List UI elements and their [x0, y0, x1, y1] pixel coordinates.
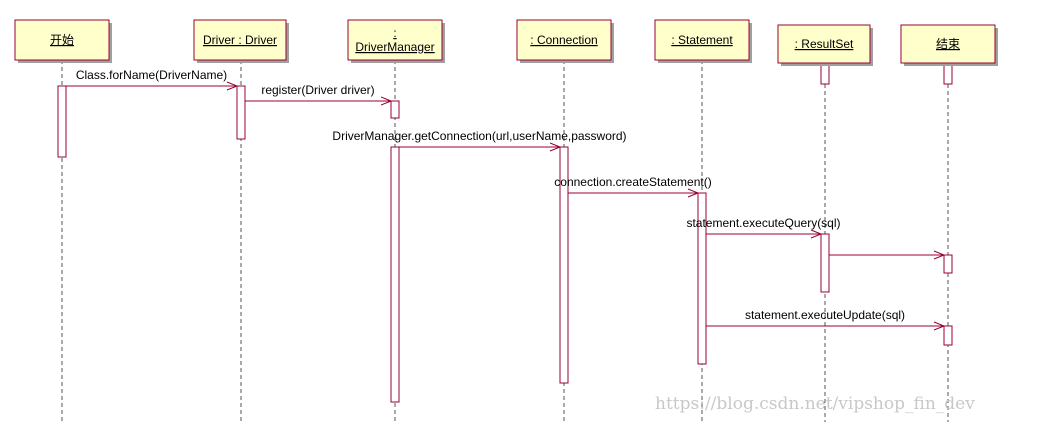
activation-bar: [57, 85, 67, 158]
object-label: DriverManager: [355, 40, 434, 54]
message-1: Class.forName(DriverName): [66, 68, 239, 91]
message-5: statement.executeQuery(sql): [686, 216, 841, 239]
object-label: 开始: [50, 33, 74, 47]
message-6: [829, 250, 946, 260]
activation-bar: [943, 64, 953, 85]
message-label: DriverManager.getConnection(url,userName…: [332, 129, 626, 143]
watermark-text: https://blog.csdn.net/vipshop_fin_dev: [655, 394, 975, 414]
message-7: statement.executeUpdate(sql): [706, 308, 946, 331]
activation-bar: [820, 64, 830, 85]
object-box-driver-manager: :DriverManager: [347, 19, 445, 63]
object-box-result-set: : ResultSet: [777, 24, 873, 66]
message-2: register(Driver driver): [245, 83, 393, 106]
message-label: Class.forName(DriverName): [76, 68, 227, 82]
activation-bar: [943, 254, 953, 274]
object-box-driver: Driver : Driver: [193, 19, 289, 63]
activation-bar: [236, 85, 246, 140]
object-box-statement: : Statement: [654, 19, 752, 63]
message-3: DriverManager.getConnection(url,userName…: [332, 129, 627, 152]
object-box-start: 开始: [14, 19, 112, 63]
object-label: : Connection: [530, 33, 597, 47]
message-label: statement.executeUpdate(sql): [745, 308, 905, 322]
arrowhead: [549, 142, 562, 152]
activation-bar: [697, 192, 707, 365]
object-box-connection: : Connection: [516, 19, 614, 63]
message-label: register(Driver driver): [261, 83, 374, 97]
object-box-end: 结束: [900, 24, 998, 66]
object-label: :: [393, 26, 396, 40]
arrowhead: [933, 321, 946, 331]
object-label: : Statement: [671, 33, 733, 47]
arrowhead: [810, 229, 823, 239]
activation-bar: [820, 233, 830, 293]
message-4: connection.createStatement(): [554, 175, 712, 198]
arrowhead: [380, 96, 393, 106]
arrowhead: [933, 250, 946, 260]
object-label: Driver : Driver: [203, 33, 277, 47]
message-label: statement.executeQuery(sql): [686, 216, 840, 230]
activation-bar: [390, 100, 400, 119]
activation-bar: [390, 146, 400, 403]
message-label: connection.createStatement(): [554, 175, 711, 189]
object-label: 结束: [936, 37, 960, 51]
object-label: : ResultSet: [795, 37, 854, 51]
activation-bar: [943, 325, 953, 346]
arrowhead: [226, 81, 239, 91]
activation-bar: [559, 146, 569, 384]
arrowhead: [687, 188, 700, 198]
